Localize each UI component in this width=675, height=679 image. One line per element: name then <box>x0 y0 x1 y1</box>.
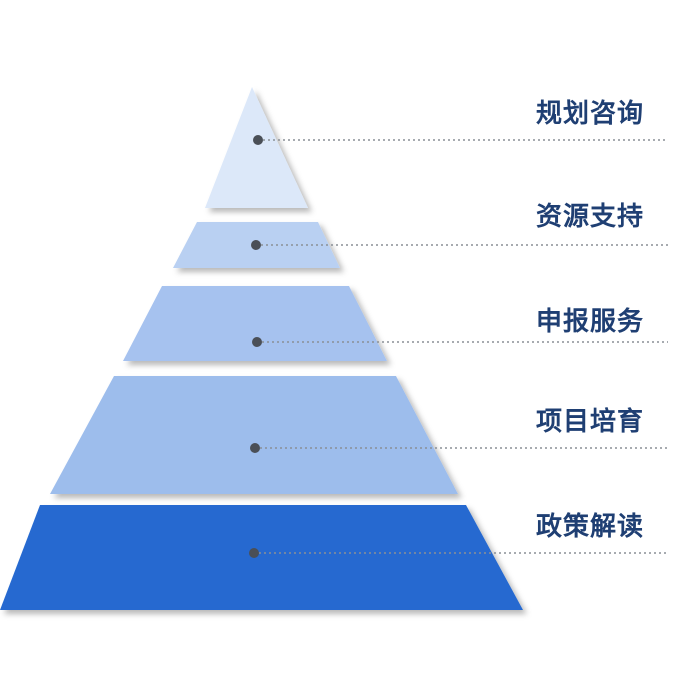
tier-label-resource-support: 资源支持 <box>535 202 644 232</box>
tier-label-project-incubation: 项目培育 <box>535 407 644 437</box>
tier-planning-consulting <box>205 87 308 208</box>
marker-dot-2 <box>251 240 261 250</box>
tier-label-application-service: 申报服务 <box>535 307 644 337</box>
marker-dot-4 <box>250 443 260 453</box>
tier-application-service <box>123 286 387 361</box>
tier-label-planning-consulting: 规划咨询 <box>535 99 644 129</box>
marker-dot-5 <box>249 548 259 558</box>
marker-dot-1 <box>253 135 263 145</box>
marker-dot-3 <box>252 337 262 347</box>
tier-label-policy-interpretation: 政策解读 <box>535 512 644 542</box>
tier-policy-interpretation <box>0 505 523 610</box>
tier-project-incubation <box>50 376 458 494</box>
